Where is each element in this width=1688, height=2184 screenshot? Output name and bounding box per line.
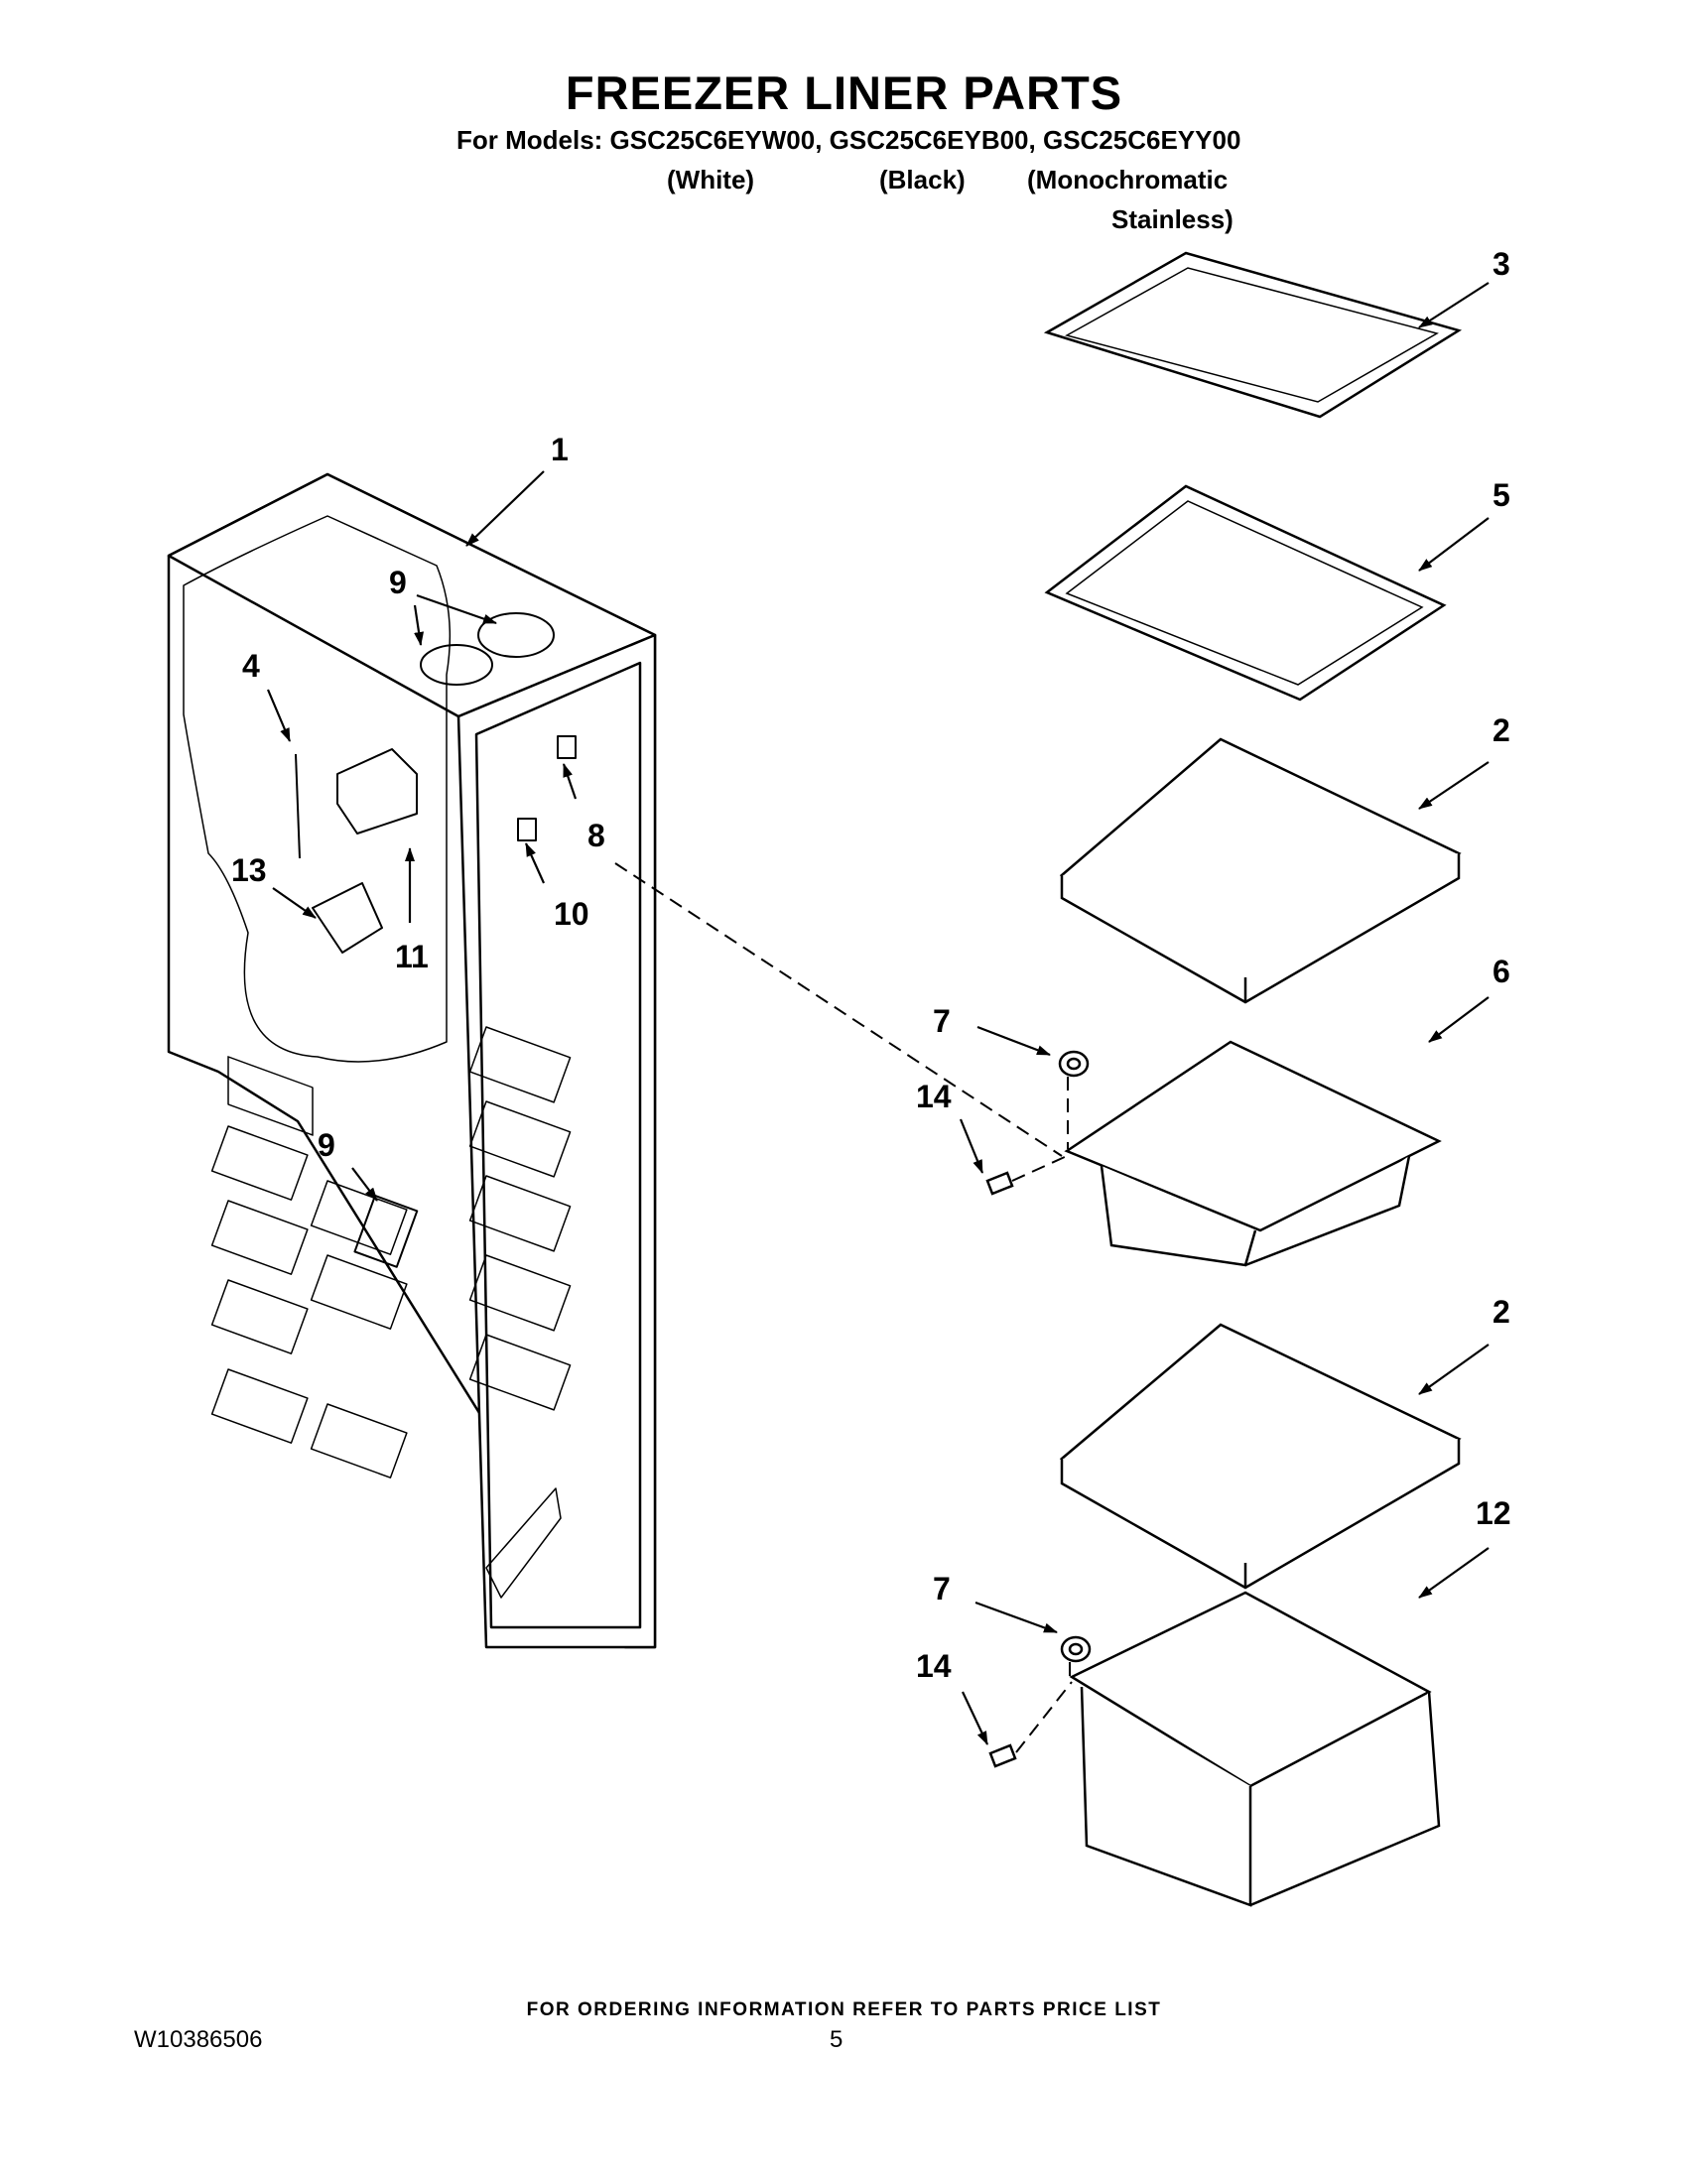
variant-white: (White) <box>667 165 755 194</box>
leader-arrows <box>266 282 1490 1745</box>
document-number: W10386506 <box>134 2026 263 2053</box>
callout-10: 10 <box>554 896 589 932</box>
callout-12: 12 <box>1476 1495 1511 1531</box>
callout-2-upper: 2 <box>1493 712 1510 748</box>
callout-14-lower: 14 <box>916 1648 952 1684</box>
callout-2-lower: 2 <box>1493 1294 1510 1330</box>
drawer-part-6 <box>1064 1040 1442 1267</box>
shelf-frame-part-2-lower <box>1059 1323 1462 1590</box>
callout-7-lower: 7 <box>933 1571 951 1606</box>
drawer-part-12 <box>1069 1591 1441 1907</box>
freezer-liner <box>167 472 657 1649</box>
models-line: For Models: GSC25C6EYW00, GSC25C6EYB00, … <box>456 125 1241 155</box>
callout-1: 1 <box>551 432 569 467</box>
callout-3: 3 <box>1493 246 1510 282</box>
callout-6: 6 <box>1493 954 1510 989</box>
callout-14-upper: 14 <box>916 1079 952 1114</box>
callout-9-upper: 9 <box>389 565 407 600</box>
callout-5: 5 <box>1493 477 1510 513</box>
callout-7-upper: 7 <box>933 1003 951 1039</box>
variant-monochromatic: (Monochromatic <box>1027 165 1229 194</box>
callout-labels: 1 2 2 3 4 5 6 7 7 8 9 9 10 11 12 13 14 1… <box>231 246 1511 1684</box>
callout-8: 8 <box>587 818 605 853</box>
shelf-frame-part-2-upper <box>1059 737 1462 1004</box>
ordering-note: FOR ORDERING INFORMATION REFER TO PARTS … <box>526 1999 1162 2020</box>
variant-stainless: Stainless) <box>1111 204 1234 234</box>
callout-11: 11 <box>395 939 429 974</box>
glass-shelf-part-3 <box>1043 251 1463 419</box>
assembly-lines <box>614 862 1073 1753</box>
page-number: 5 <box>830 2026 844 2053</box>
callout-9-lower: 9 <box>318 1127 335 1163</box>
callout-13: 13 <box>231 852 267 888</box>
page-title: FREEZER LINER PARTS <box>565 66 1123 119</box>
variant-black: (Black) <box>879 165 966 194</box>
rollers-and-screws <box>985 1050 1092 1768</box>
glass-shelf-part-5 <box>1044 484 1447 702</box>
callout-4: 4 <box>242 648 260 684</box>
